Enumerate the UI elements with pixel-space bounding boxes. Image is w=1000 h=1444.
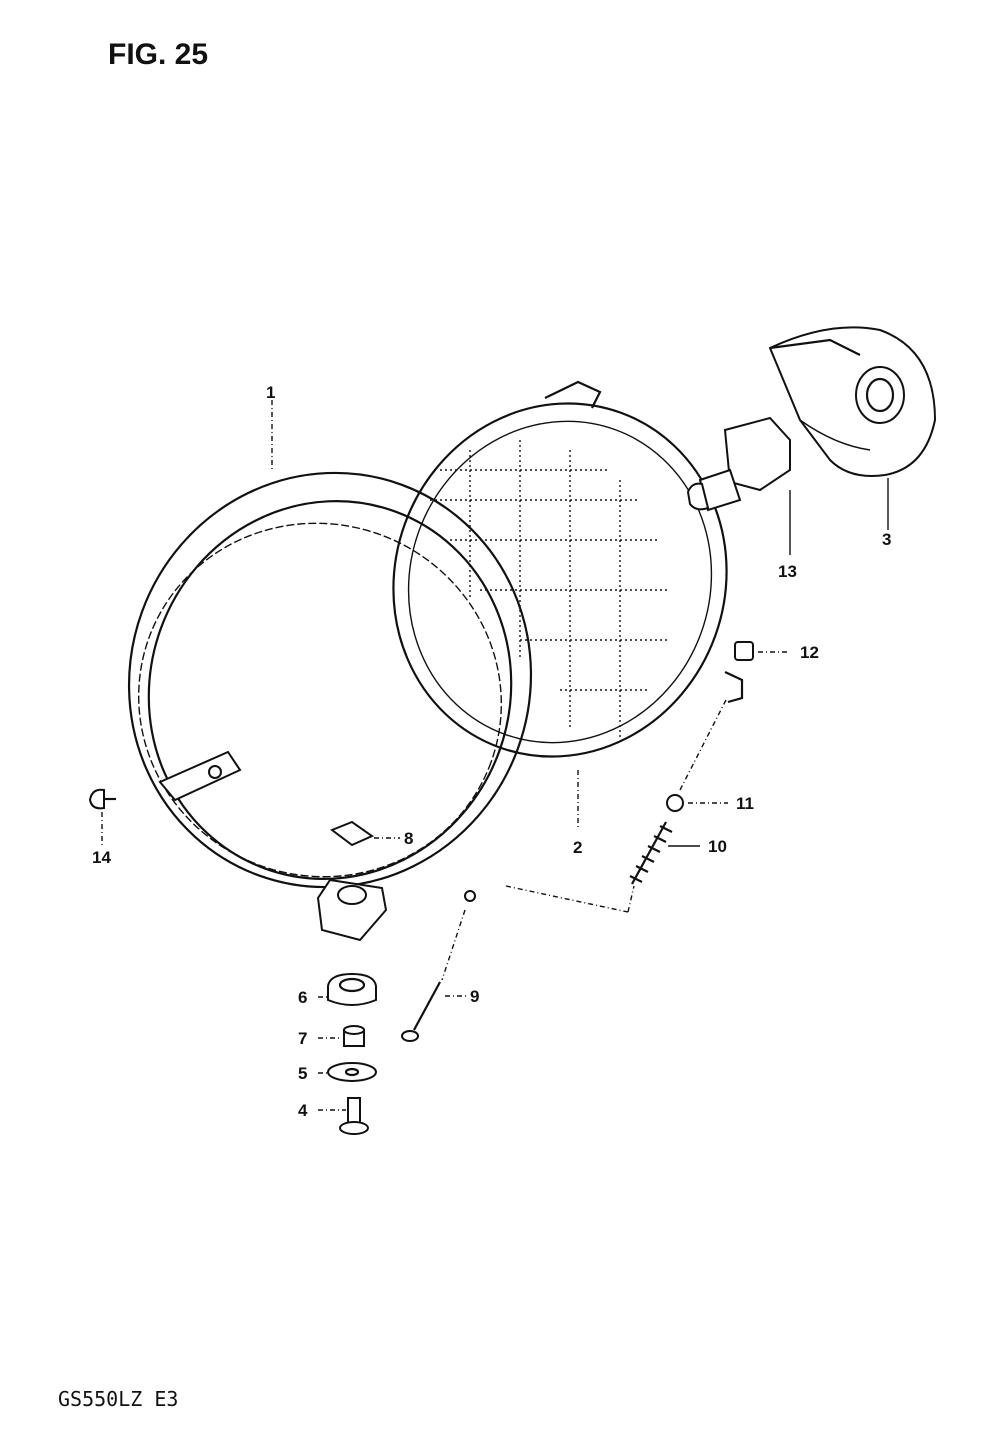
callout-8: 8 (404, 829, 413, 848)
socket-cover (768, 326, 937, 477)
headlamp-lens-unit (392, 380, 744, 758)
callout-11: 11 (736, 794, 754, 813)
model-code: GS550LZ E3 (58, 1387, 179, 1411)
headlamp-housing (127, 471, 533, 942)
callout-3: 3 (882, 530, 891, 549)
callout-12: 12 (800, 643, 819, 662)
callout-1: 1 (266, 383, 275, 402)
spacer (343, 1025, 365, 1047)
callout-5: 5 (298, 1064, 307, 1083)
small-bolt (88, 788, 116, 810)
callout-labels: 1 2 3 4 5 6 7 8 9 10 11 12 13 14 (92, 383, 891, 1120)
leader-lines (101, 400, 889, 1111)
lens-clip (734, 641, 754, 661)
adjust-nut (666, 794, 684, 812)
mounting-bolt (339, 1097, 369, 1135)
callout-4: 4 (298, 1101, 308, 1120)
callout-13: 13 (778, 562, 797, 581)
headlamp-bulb (686, 416, 791, 512)
washer (327, 1062, 377, 1082)
callout-14: 14 (92, 848, 111, 867)
callout-6: 6 (298, 988, 307, 1007)
callout-2: 2 (573, 838, 582, 857)
callout-10: 10 (708, 837, 727, 856)
callout-7: 7 (298, 1029, 307, 1048)
callout-9: 9 (470, 987, 479, 1006)
adjust-spring (629, 821, 673, 885)
figure-title: FIG. 25 (108, 38, 209, 71)
long-screw (401, 981, 441, 1042)
rubber-grommet (327, 972, 377, 1006)
nut-clip (329, 820, 375, 847)
